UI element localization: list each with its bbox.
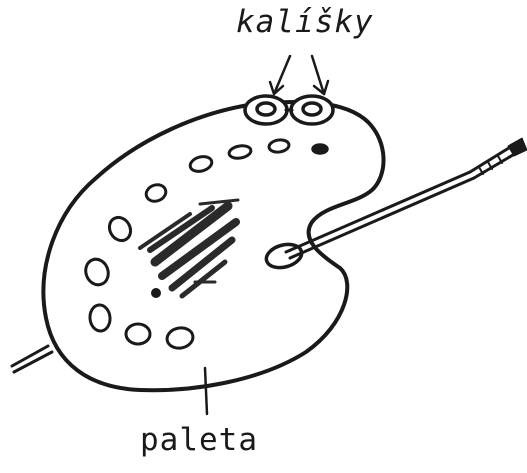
paint-well — [165, 326, 194, 350]
paint-well — [268, 139, 289, 154]
paint-well — [189, 154, 214, 173]
arrow-to-right-cup — [312, 56, 328, 94]
paint-well — [105, 214, 134, 245]
palette-leader-line — [205, 368, 207, 414]
paint-well — [126, 324, 150, 344]
paint-smear — [140, 200, 238, 296]
paint-well — [82, 256, 112, 288]
paint-well — [144, 182, 168, 204]
paint-wells — [82, 139, 290, 350]
cup-left — [245, 96, 287, 124]
paint-dot — [151, 288, 161, 298]
paintbrush — [286, 138, 527, 258]
paint-well — [89, 304, 111, 332]
paint-well — [228, 144, 252, 160]
paint-well-dark — [312, 144, 328, 154]
arrow-to-left-cup — [270, 56, 290, 94]
cups-label: kalíšky — [236, 4, 374, 40]
palette-label: paleta — [140, 422, 258, 458]
palette-outline — [43, 102, 383, 390]
brush-tip — [508, 138, 527, 156]
cup-right — [291, 96, 333, 124]
stick-end — [12, 346, 52, 372]
